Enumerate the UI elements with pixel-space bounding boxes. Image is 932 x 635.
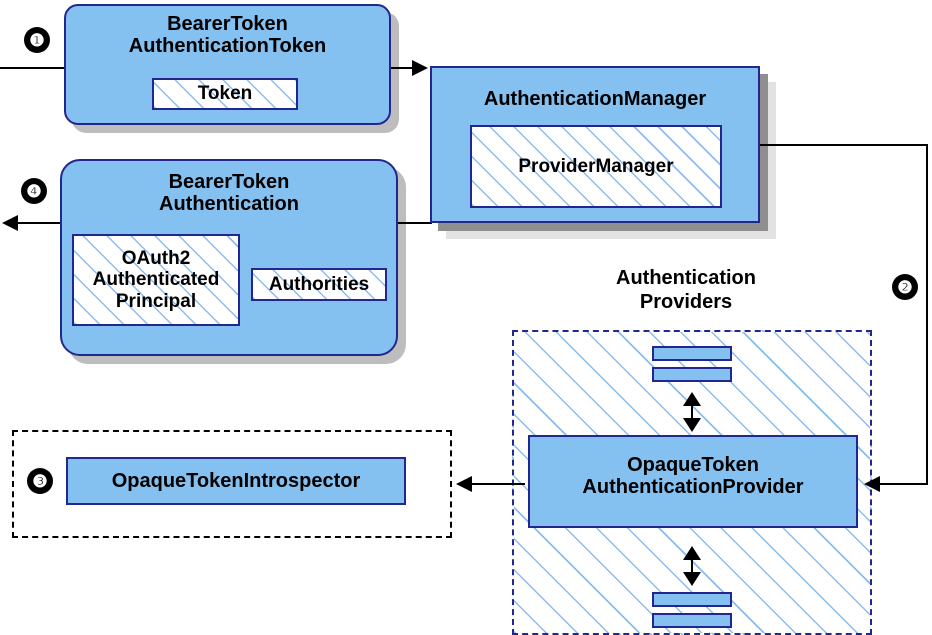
token-box[interactable]: Token bbox=[152, 78, 298, 110]
connector-manager-to-provider-vertical bbox=[926, 144, 928, 485]
arrowhead-providers-bottom-up bbox=[683, 546, 701, 560]
opaque-token-authentication-provider-title-line2: AuthenticationProvider bbox=[582, 476, 804, 499]
opaque-token-authentication-provider-title-line1: OpaqueToken bbox=[627, 454, 759, 476]
step-2-marker: ❷ bbox=[892, 274, 918, 300]
bearer-token-authentication-title-line2: Authentication bbox=[159, 193, 299, 216]
arrowhead-authentication-out bbox=[2, 215, 18, 231]
authorities-box[interactable]: Authorities bbox=[251, 268, 387, 301]
oauth2-authenticated-principal-line3: Principal bbox=[115, 290, 197, 312]
connector-manager-to-provider-bottom bbox=[872, 483, 928, 485]
connector-authentication-out bbox=[8, 222, 66, 224]
opaque-token-introspector-box[interactable]: OpaqueTokenIntrospector bbox=[66, 457, 406, 505]
bearer-token-authentication-token-title-line2: AuthenticationToken bbox=[128, 35, 327, 58]
provider-placeholder-bar-top-2 bbox=[652, 367, 732, 382]
arrowhead-providers-top-down bbox=[683, 418, 701, 432]
oauth2-authenticated-principal-line1: OAuth2 bbox=[121, 248, 191, 270]
step-4-marker: ❹ bbox=[21, 178, 47, 204]
authentication-manager-title: AuthenticationManager bbox=[483, 88, 707, 110]
step-1-marker: ❶ bbox=[24, 27, 50, 53]
connector-manager-to-authentication bbox=[398, 222, 432, 224]
oauth2-authenticated-principal-line2: Authenticated bbox=[92, 269, 220, 291]
opaque-token-authentication-provider-box[interactable]: OpaqueToken AuthenticationProvider bbox=[528, 435, 858, 528]
connector-providers-bottom bbox=[691, 552, 693, 576]
authentication-providers-label-line1: Authentication bbox=[616, 267, 756, 289]
arrowhead-providers-bottom-down bbox=[683, 572, 701, 586]
arrowhead-manager-to-provider bbox=[864, 476, 880, 492]
arrowhead-token-to-manager bbox=[412, 60, 428, 76]
connector-provider-to-introspector bbox=[470, 483, 525, 485]
connector-manager-to-provider-top bbox=[760, 144, 928, 146]
provider-placeholder-bar-bottom-1 bbox=[652, 592, 732, 607]
authentication-providers-label: Authentication Providers bbox=[556, 267, 816, 314]
arrowhead-providers-top-up bbox=[683, 392, 701, 406]
connector-request-in bbox=[0, 67, 70, 69]
step-3-marker: ❸ bbox=[27, 468, 53, 494]
bearer-token-authentication-token-title-line1: BearerToken bbox=[167, 13, 288, 35]
connector-token-to-manager bbox=[391, 67, 422, 69]
provider-placeholder-bar-top-1 bbox=[652, 346, 732, 361]
arrowhead-provider-to-introspector bbox=[456, 476, 472, 492]
provider-placeholder-bar-bottom-2 bbox=[652, 613, 732, 628]
bearer-token-authentication-title-line1: BearerToken bbox=[168, 171, 290, 193]
provider-manager-box[interactable]: ProviderManager bbox=[470, 125, 722, 208]
connector-providers-top bbox=[691, 398, 693, 422]
authentication-providers-label-line2: Providers bbox=[639, 290, 733, 313]
opaque-token-introspector-title: OpaqueTokenIntrospector bbox=[111, 469, 361, 492]
oauth2-authenticated-principal-box[interactable]: OAuth2 Authenticated Principal bbox=[72, 234, 240, 326]
